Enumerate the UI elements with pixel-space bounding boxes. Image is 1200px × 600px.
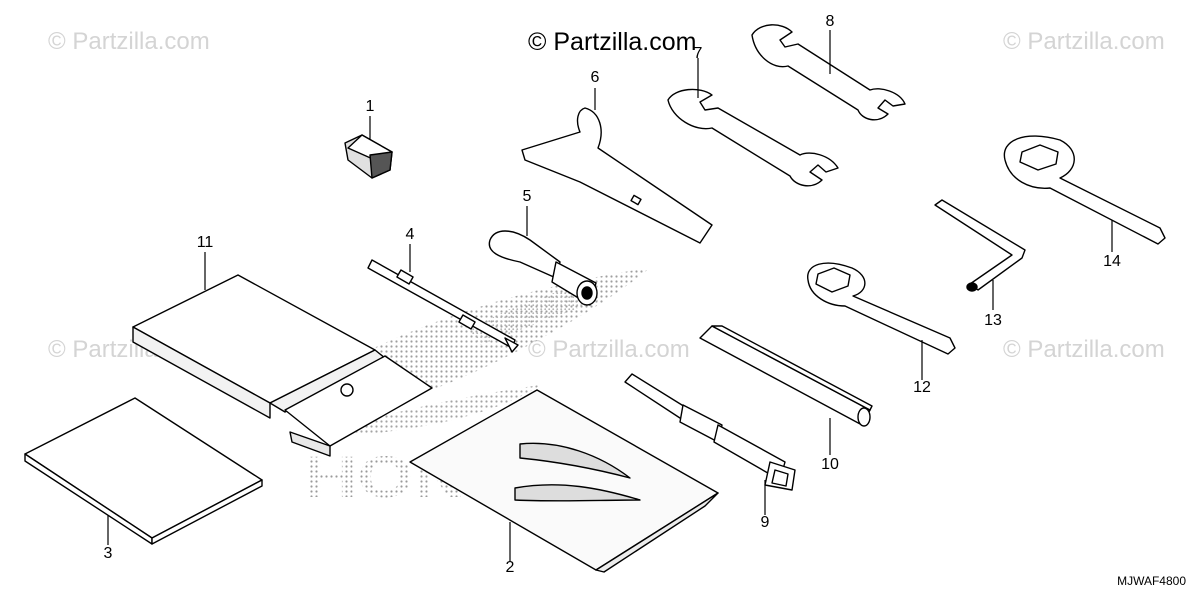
tool-bag [132, 274, 433, 457]
screwdriver-handle [488, 230, 598, 306]
hex-key [934, 199, 1026, 292]
callout-9: 9 [760, 514, 770, 531]
watermark-mid-center: © Partzilla.com [528, 336, 690, 363]
callout-11: 11 [196, 234, 214, 251]
spark-plug-wrench [624, 373, 796, 491]
open-end-wrench-8 [751, 24, 906, 121]
callout-1: 1 [365, 98, 375, 115]
screwdriver-bit [367, 259, 519, 353]
callout-12: 12 [913, 379, 931, 396]
watermark-top-right: © Partzilla.com [1003, 28, 1165, 55]
callout-13: 13 [984, 312, 1002, 329]
callout-7: 7 [693, 45, 703, 62]
watermark-top-left: © Partzilla.com [48, 28, 210, 55]
owners-manual-book [24, 397, 263, 545]
callout-4: 4 [405, 226, 415, 243]
clip-part [344, 134, 393, 179]
leader-lines [107, 30, 1113, 562]
box-wrench-12 [807, 262, 956, 355]
box-wrench-14 [1003, 135, 1166, 245]
watermark-mid-right: © Partzilla.com [1003, 336, 1165, 363]
watermark-main: © Partzilla.com [528, 28, 697, 56]
callout-5: 5 [522, 188, 532, 205]
callout-2: 2 [505, 559, 515, 576]
callout-3: 3 [103, 545, 113, 562]
diagram-code: MJWAF4800 [1117, 574, 1186, 588]
plastic-bag [409, 389, 719, 573]
callout-10: 10 [821, 456, 839, 473]
open-end-wrench-7 [667, 88, 839, 187]
callout-8: 8 [825, 13, 835, 30]
callout-14: 14 [1103, 253, 1121, 270]
callout-6: 6 [590, 69, 600, 86]
pin-spanner [521, 107, 713, 244]
flat-bar [699, 325, 873, 427]
